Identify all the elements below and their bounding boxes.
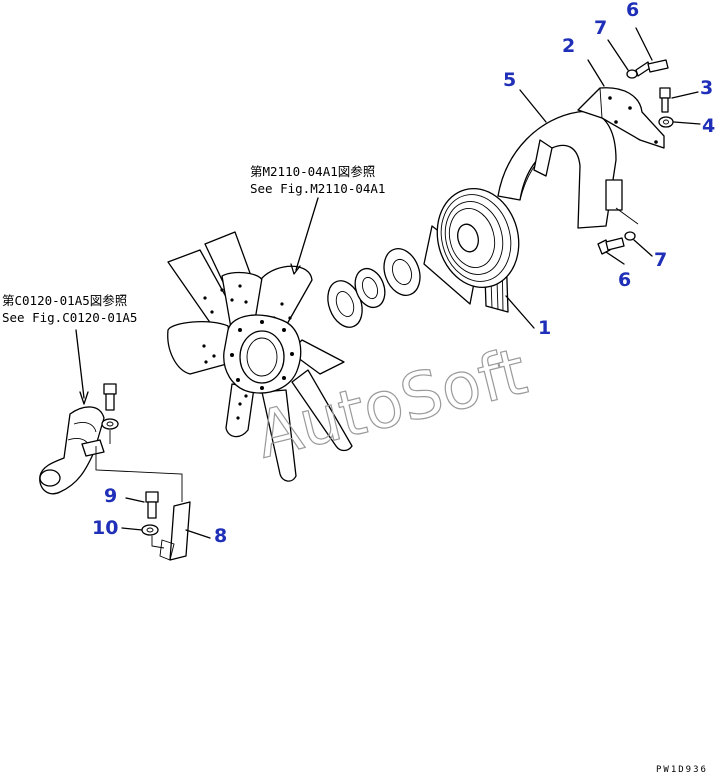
hose-reference-jp: 第C0120-01A5図参照 (2, 293, 127, 308)
drawing-code: PW1D936 (656, 765, 708, 775)
bolt-item-6-bottom (597, 237, 625, 255)
callout-10: 10 (92, 517, 118, 539)
callout-7-bottom: 7 (654, 249, 667, 271)
radiator-hose (39, 406, 105, 495)
bolt-item-3 (659, 87, 671, 113)
washer-item-7-bottom (624, 231, 636, 241)
part-callouts: 1 2 3 4 5 6 6 7 7 8 9 10 (92, 0, 715, 547)
bolt-item-9 (145, 491, 159, 519)
callout-6-bottom: 6 (618, 269, 631, 291)
hose-reference-en: See Fig.C0120-01A5 (2, 310, 137, 325)
callout-4: 4 (702, 115, 715, 137)
fan-reference-note: 第M2110-04A1図参照 See Fig.M2110-04A1 (250, 164, 385, 196)
callout-8: 8 (214, 525, 227, 547)
callout-7-top: 7 (594, 17, 607, 39)
fan-assembly (167, 231, 353, 482)
callout-5: 5 (503, 69, 516, 91)
callout-9: 9 (104, 485, 117, 507)
leader-lines (75, 27, 701, 549)
fan-guard (497, 110, 623, 229)
bracket-item-8 (159, 501, 191, 561)
hose-bracket-clamp (81, 439, 105, 457)
callout-3: 3 (700, 77, 713, 99)
callout-1: 1 (538, 317, 551, 339)
washer-item-7-top (626, 69, 638, 79)
spacer-ring-right (383, 248, 421, 296)
callout-2: 2 (562, 35, 575, 57)
fan-reference-jp: 第M2110-04A1図参照 (250, 164, 375, 179)
spacer-ring-middle (354, 267, 386, 309)
guard-bracket (577, 87, 665, 149)
fan-reference-en: See Fig.M2110-04A1 (250, 181, 385, 196)
bolt-item-9-upper (103, 383, 117, 411)
pulley-and-belts (423, 187, 520, 313)
bolt-item-6-top (635, 59, 669, 77)
washer-item-10-upper (101, 418, 119, 430)
washer-item-10 (141, 524, 159, 536)
washer-item-4 (658, 116, 674, 128)
callout-6-top: 6 (626, 0, 639, 21)
hose-reference-note: 第C0120-01A5図参照 See Fig.C0120-01A5 (2, 293, 137, 325)
